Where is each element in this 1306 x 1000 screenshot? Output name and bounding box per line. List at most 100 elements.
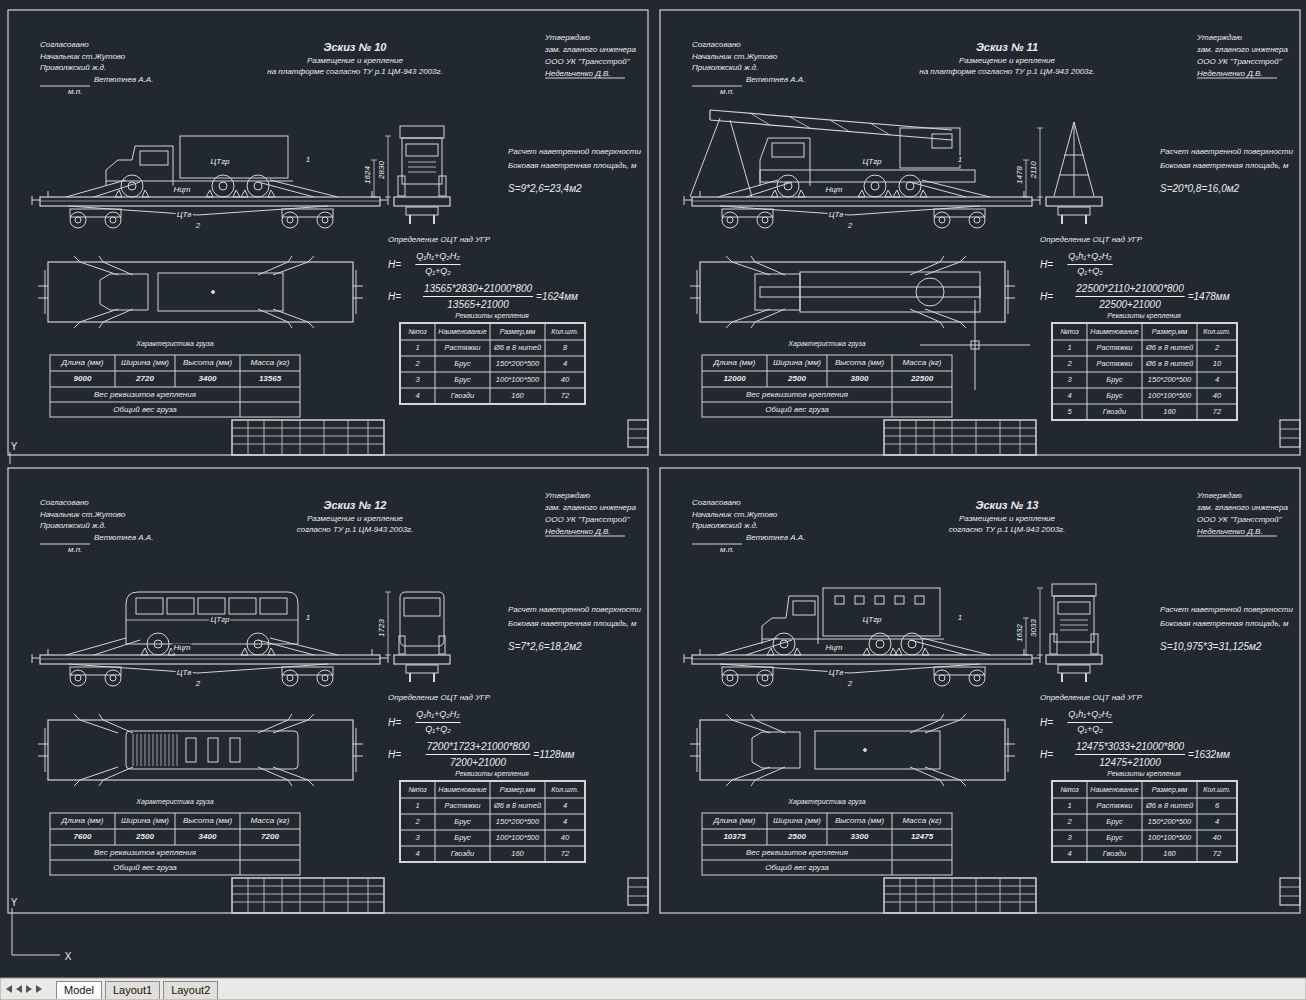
cargo-table [702,813,952,875]
table-cell: 12475 [911,833,933,842]
table-header: Наименование [1090,328,1138,336]
vehicle-window [198,598,225,614]
wheel-symbol [762,217,768,223]
sheet-frame [8,468,648,913]
table-cell: 3400 [199,375,217,384]
formula-text: Q₁h₁+Q₂H₂ [416,252,459,262]
formula-text: Q₁+Q₂ [1077,725,1103,735]
table-cell: 4 [1067,850,1071,858]
platform-plan [48,262,353,322]
title-block [628,420,648,447]
table-header: Высота (мм) [183,359,232,368]
table-cell: 10375 [723,833,745,842]
tab-label: Layout2 [171,984,210,996]
formula-text: H= [388,259,401,270]
table-cell: Ø6 в 8 нитей [1146,360,1193,368]
vehicle-window [260,598,287,614]
sheet-subtitle: на платформе согласно ТУ р.1 ЦМ-943 2003… [267,68,442,77]
table-header: Размер,мм [1152,786,1188,794]
sheet-frame [660,10,1300,455]
area-formula: S=9*2,6=23,4м2 [508,183,582,194]
formula-text: 13565*2830+21000*800 [424,283,532,294]
table-grid [50,813,300,875]
sheet-subtitle: Размещение и крепление [307,515,403,524]
table-cell: 100*100*500 [496,834,539,842]
table-cell: 9000 [74,375,92,384]
table-cell: Гвозди [1103,408,1126,416]
cg-label: ЦТв [828,669,845,678]
tab-label: Model [64,984,94,996]
bogie-frame [282,209,333,217]
wheel-symbol [969,670,985,686]
title-block-grid [884,878,1036,913]
formula-text: 12475*3033+21000*800 [1076,741,1184,752]
table-header: Кол.шт. [551,786,578,794]
table-cell: 4 [563,360,567,368]
calc-note: Расчет наветренной поверхности [508,148,641,157]
wheel-chock [863,648,897,655]
wheel-symbol [219,182,227,190]
vehicle-window [835,596,844,604]
fraction-bar [1075,754,1185,755]
formula-text: H= [1040,291,1053,302]
table-cell: 150*200*500 [496,818,539,826]
sketch-sheet [8,10,648,455]
table-grid [1052,781,1237,862]
sheet-title: Эскиз № 12 [324,499,387,511]
formula-text: H= [1040,717,1053,728]
wheel-symbol [757,212,773,228]
callout-number: 1 [305,156,311,165]
approval-text: ООО УК "Трансстрой" [1197,58,1281,67]
table-cell: 13565 [259,375,281,384]
title-block-grid [1280,887,1300,896]
calc-note: Боковая наветренная площадь, м [1160,162,1289,171]
bogie-frame [406,207,438,215]
table-cell: 4 [1067,392,1071,400]
formula-text: 7200*1723+21000*800 [427,741,530,752]
wheel-symbol [439,636,445,654]
approval-text: Недельченко Д.В. [1197,70,1263,79]
platform-deck [692,201,1032,202]
table-cell: 1 [415,344,419,352]
title-block [884,420,1036,455]
vehicle-window [772,143,804,157]
platform-deck [40,659,380,660]
vehicle-window [1058,602,1090,614]
table-cell: Брус [1106,834,1122,842]
calc-note: Расчет наветренной поверхности [508,606,641,615]
table-cell: 2720 [136,375,154,384]
table-header: №поз [1060,328,1079,336]
wheel-symbol [75,217,81,223]
lashing-wire [732,720,960,780]
wheel-symbol [1050,634,1057,654]
vehicle-body [400,126,444,138]
wheel-chock [893,190,927,197]
table-cell: 100*100*500 [496,376,539,384]
wheel-chock [895,648,929,655]
approval-text: Начальник ст.Жутово [40,53,125,62]
table-cell: 72 [561,392,569,400]
title-block-grid [884,420,1036,455]
cursor-crosshair [920,300,1030,390]
cg-label: ЦТв [828,211,845,220]
table-cell: 40 [561,376,569,384]
fastening-table [400,323,585,404]
table-cell: 1 [415,802,419,810]
table-title: Характеристика груза [136,340,213,348]
cargo-table [702,355,952,417]
axis-label: X [65,951,72,962]
sheet-subtitle: Размещение и крепление [307,57,403,66]
formula-text: Q₁+Q₂ [425,725,451,735]
calc-note: Определение ОЦТ над УГР [388,694,490,703]
vehicle-grille [408,162,436,172]
bogie-frame [1058,207,1090,215]
wheel-symbol [121,175,143,197]
approval-text: Утверждаю [545,492,590,501]
table-cell: 100*100*500 [1148,834,1191,842]
table-cell: Общий вес груза [113,405,176,414]
approval-text: Недельченко Д.В. [545,70,611,79]
coupler [690,270,1015,314]
calc-note: Боковая наветренная площадь, м [1160,620,1289,629]
wheel-symbol [282,212,298,228]
table-cell: Гвозди [1103,850,1126,858]
